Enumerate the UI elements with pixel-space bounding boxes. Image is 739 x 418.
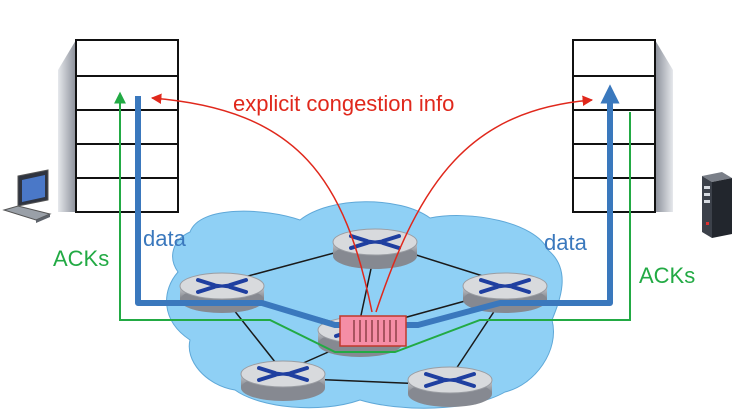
congested-queue	[339, 315, 407, 347]
router-icon	[239, 359, 327, 403]
network-cloud	[166, 201, 563, 409]
router-icon	[406, 365, 494, 409]
explicit-info-arrow-left	[150, 93, 373, 313]
router-icon	[331, 227, 419, 271]
explicit-info-arrow-right	[375, 95, 594, 313]
server-icon	[702, 172, 732, 238]
explicit-congestion-label: explicit congestion info	[233, 91, 454, 116]
acks-label-left: ACKs	[53, 246, 109, 271]
right-stack-shading	[655, 40, 673, 212]
acks-label-right: ACKs	[639, 263, 695, 288]
right-buffer-stack	[572, 39, 656, 213]
laptop-icon	[2, 169, 52, 223]
left-buffer-stack	[75, 39, 179, 213]
left-stack-shading	[58, 40, 76, 212]
router-icon	[178, 271, 266, 315]
data-label-left: data	[143, 226, 187, 251]
data-label-right: data	[544, 230, 588, 255]
ack-path	[114, 91, 631, 353]
